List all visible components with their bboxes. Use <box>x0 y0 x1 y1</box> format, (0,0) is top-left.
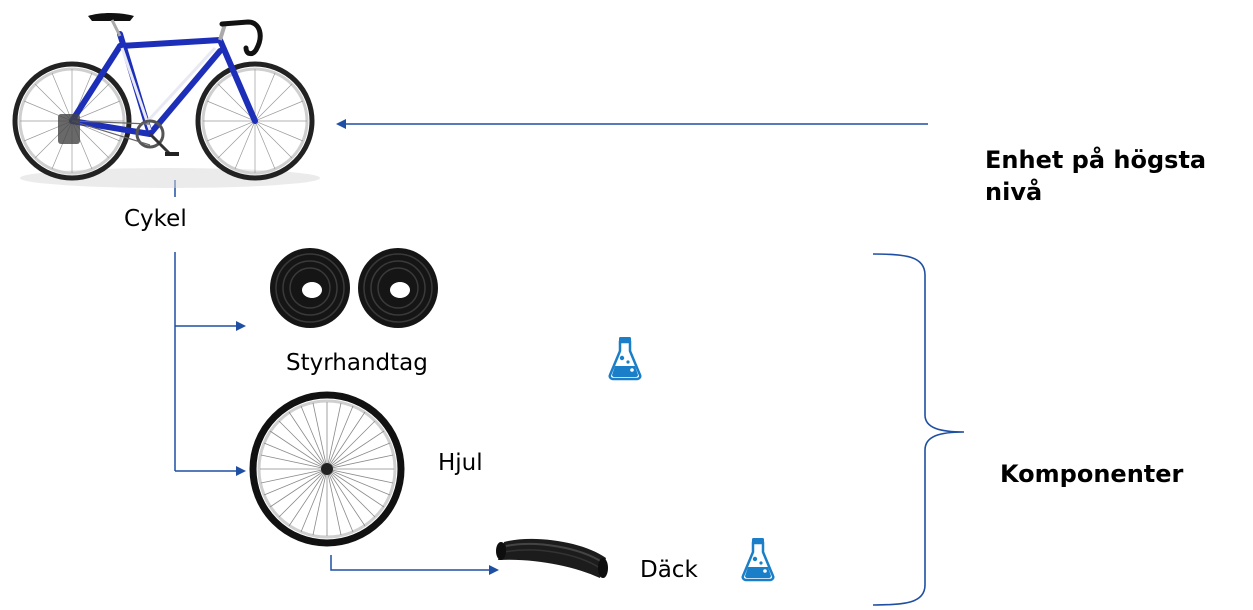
node-wheel-label: Hjul <box>438 450 483 476</box>
chemical-flask-icon <box>608 337 642 381</box>
node-tire-label: Däck <box>640 557 698 583</box>
top-level-label: Enhet på högsta nivå <box>985 144 1206 208</box>
arrow-to-tire <box>330 555 499 575</box>
bicycle-image <box>12 13 320 188</box>
top-level-label-line-2: nivå <box>985 178 1043 206</box>
chemical-flask-icon <box>741 538 775 582</box>
components-brace <box>872 253 965 606</box>
top-level-label-line-1: Enhet på högsta <box>985 146 1207 174</box>
wheel-image <box>249 391 405 547</box>
components-label: Komponenter <box>1000 460 1184 488</box>
handlebar-tape-image <box>270 248 438 328</box>
tire-image <box>496 538 608 578</box>
node-handlebar-tape-label: Styrhandtag <box>286 350 428 376</box>
node-bike-label: Cykel <box>124 206 187 232</box>
